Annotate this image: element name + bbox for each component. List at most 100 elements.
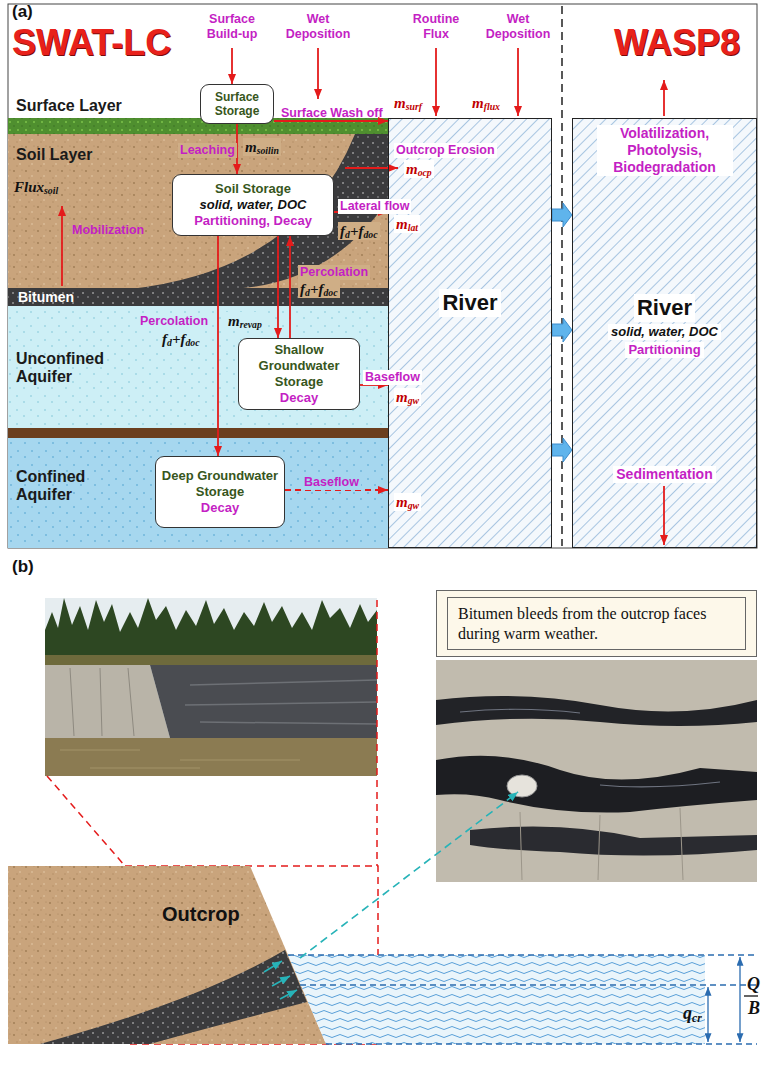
bitumen-photo: [436, 756, 757, 813]
subscript: ocp: [418, 167, 432, 178]
node-text: Decay: [201, 500, 239, 516]
node-text: Bitumen bleeds from the outcrop faces du…: [447, 597, 746, 650]
model-title-holder: SWAT-LC: [10, 22, 173, 64]
fraction-symbol: fd+fdoc: [160, 330, 202, 348]
water-level-line: [300, 984, 757, 985]
edge-label-holder: Leaching: [178, 140, 237, 158]
model-title: WASP8: [612, 22, 742, 64]
flux-symbol-holder: mlat: [394, 215, 420, 233]
flux-symbol: mflux: [470, 94, 502, 112]
layer-label: Bitumen: [16, 288, 76, 306]
edge-label: Baseflow: [363, 370, 422, 385]
soil-profile: [8, 428, 388, 438]
dimension-arrow: [739, 957, 740, 1042]
outcrop-photo: [200, 722, 377, 724]
transfer-arrow: [552, 203, 572, 227]
subscript: gw: [408, 395, 419, 406]
bitumen-photo: [507, 775, 537, 797]
layer-label-holder: Unconfined Aquifer: [14, 350, 124, 387]
dimension-label-holder: B: [746, 998, 762, 1018]
outcrop-section: [40, 950, 307, 1044]
subscript: surf: [406, 101, 422, 112]
flux-symbol: mgw: [394, 388, 421, 406]
flux-connector: [274, 120, 388, 122]
river-box: Volatilization, Photolysis, Biodegradati…: [572, 118, 757, 548]
node-text: River: [634, 294, 695, 322]
outcrop-photo: [45, 738, 377, 776]
process-label: Routine Flux: [398, 12, 474, 42]
text-run: +f: [350, 223, 364, 239]
flux-symbol-holder: msoilin: [243, 138, 281, 156]
river-box: River: [388, 118, 552, 548]
node-text: Soil Storage: [215, 181, 291, 197]
node-text: Deep Groundwater Storage: [160, 468, 280, 500]
fraction-bar: [744, 995, 758, 996]
fraction-bar: [744, 996, 758, 997]
bitumen-photo: [520, 808, 683, 880]
transfer-arrow: [552, 318, 572, 342]
river-hatch: [572, 118, 757, 548]
storage-box: Shallow Groundwater StorageDecay: [238, 338, 360, 410]
outcrop-photo: [90, 768, 200, 769]
water-level-line: [288, 955, 757, 1044]
outcrop-photo: [190, 680, 377, 685]
node-text: Decay: [280, 390, 318, 406]
text-run: m: [396, 216, 408, 232]
model-divider: [562, 6, 563, 546]
model-title-holder: WASP8: [612, 22, 742, 64]
subscript: lat: [408, 222, 418, 233]
flux-arrow: [663, 486, 665, 545]
panel-label: (a): [10, 2, 35, 22]
fraction-symbol-holder: fd+fdoc: [338, 222, 380, 240]
flux-symbol-holder: mflux: [470, 94, 502, 112]
subscript: gw: [408, 500, 419, 511]
outcrop-photo: [60, 750, 140, 751]
fraction-symbol: fd+fdoc: [338, 222, 380, 240]
outcrop-photo: [45, 598, 377, 776]
panel-a-frame: [8, 4, 757, 548]
bitumen-photo: [436, 660, 757, 882]
bleed-arrow: [264, 792, 518, 999]
flux-arrow: [62, 48, 664, 545]
fraction-symbol-holder: fd+fdoc: [160, 330, 202, 348]
node-text: Volatilization, Photolysis, Biodegradati…: [597, 125, 733, 176]
outcrop-section: [8, 866, 326, 1044]
text-run: m: [394, 95, 406, 111]
bitumen-photo: [460, 709, 580, 713]
bleed-arrow: [264, 961, 282, 972]
soil-profile: [8, 118, 388, 134]
process-label-holder: Wet Deposition: [480, 12, 556, 42]
outcrop-photo: [150, 665, 377, 738]
edge-label: Lateral flow: [338, 199, 411, 214]
flux-arrow: [231, 48, 233, 84]
bitumen-photo: [436, 660, 757, 882]
node-text: Partitioning, Decay: [194, 213, 312, 229]
dimension-label: Q: [745, 974, 762, 994]
process-label-holder: Mobilization: [70, 220, 146, 238]
process-label: Mobilization: [70, 223, 146, 238]
bitumen-photo: [436, 696, 757, 726]
edge-label: Percolation: [138, 314, 210, 329]
layer-label-holder: Surface Layer: [14, 97, 124, 115]
outcrop-photo: [60, 750, 300, 768]
outcrop-photo: [180, 760, 300, 761]
flux-arrow: [317, 48, 319, 99]
layer-label-holder: Soil Layer: [14, 146, 94, 164]
subscript: doc: [185, 337, 199, 348]
flux-arrow: [435, 48, 437, 116]
subscript: doc: [323, 287, 337, 298]
node-text: Shallow Groundwater Storage: [243, 342, 355, 390]
flux-symbol: mgw: [394, 493, 421, 511]
text-run: m: [245, 139, 257, 155]
flux-symbol: Fluxsoil: [12, 178, 60, 196]
text-run: f: [300, 281, 305, 297]
node-text: Sedimentation: [613, 466, 715, 483]
outcrop-section: [288, 955, 705, 1044]
zoom-guide: [47, 776, 125, 866]
model-title: SWAT-LC: [10, 22, 173, 64]
dimension-label-holder: qcr: [681, 1003, 704, 1023]
outcrop-photo: [128, 668, 134, 736]
node-text: River: [439, 289, 500, 317]
bleed-arrow: [300, 792, 518, 958]
